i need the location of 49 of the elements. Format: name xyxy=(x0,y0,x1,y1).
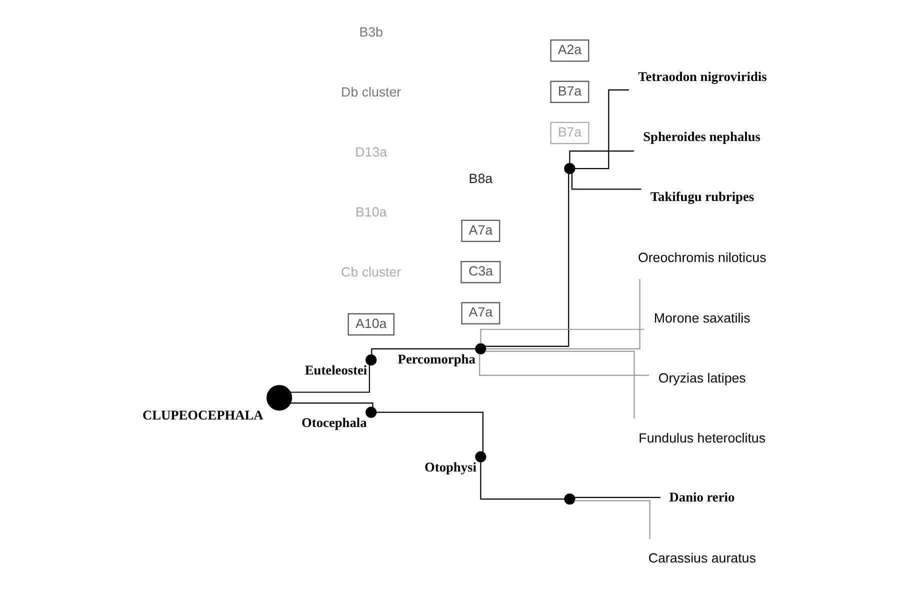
connector xyxy=(485,350,635,419)
node-text: Takifugu rubripes xyxy=(650,188,754,204)
connector xyxy=(371,348,476,355)
label: B10a xyxy=(356,204,387,220)
node-circle xyxy=(564,494,576,505)
connector xyxy=(574,500,650,540)
node-box: A7a xyxy=(461,302,500,324)
node-box: B7a xyxy=(550,80,590,103)
node-text: Carassius auratus xyxy=(648,550,756,566)
connector xyxy=(290,402,374,408)
label: Cb cluster xyxy=(341,264,402,280)
node-label: Otophysi xyxy=(424,459,476,474)
node-label: Otocephala xyxy=(302,414,367,430)
label: Db cluster xyxy=(341,84,402,100)
node-box: B7a xyxy=(550,122,590,144)
node-box: A10a xyxy=(348,313,394,336)
node-circle xyxy=(366,354,377,366)
connector xyxy=(571,173,642,190)
node-circle xyxy=(564,163,576,174)
node-text: Tetraodon nigroviridis xyxy=(638,68,767,84)
node-text: Spheroides nephalus xyxy=(643,128,760,144)
node-box: C3a xyxy=(460,260,501,284)
connector xyxy=(376,412,484,452)
label: B3b xyxy=(359,24,383,40)
connector xyxy=(485,174,570,347)
node-text: Oreochromis niloticus xyxy=(638,250,766,266)
node-circle xyxy=(475,343,486,354)
connector xyxy=(486,279,640,350)
node-text: Oryzias latipes xyxy=(658,370,746,386)
connector xyxy=(569,150,634,164)
node-text: Danio rerio xyxy=(669,489,735,504)
label: B8a xyxy=(468,171,493,186)
node-text: Fundulus heteroclitus xyxy=(638,430,766,446)
connector xyxy=(480,462,564,500)
node-text: Morone saxatilis xyxy=(654,310,750,326)
label: D13a xyxy=(355,144,388,160)
node-circle xyxy=(475,451,486,462)
node-label: Percomorpha xyxy=(398,351,476,366)
node-circle xyxy=(366,406,377,418)
node-box: A2a xyxy=(550,40,590,62)
node-label: Euteleostei xyxy=(304,362,368,378)
connector xyxy=(479,354,650,376)
connector xyxy=(574,496,660,498)
connector xyxy=(480,328,644,344)
connector xyxy=(290,365,370,393)
node-circle xyxy=(266,385,292,411)
node-label: CLUPEOCEPHALA xyxy=(142,408,264,423)
connector xyxy=(574,89,629,170)
node-box: A7a xyxy=(461,220,500,242)
